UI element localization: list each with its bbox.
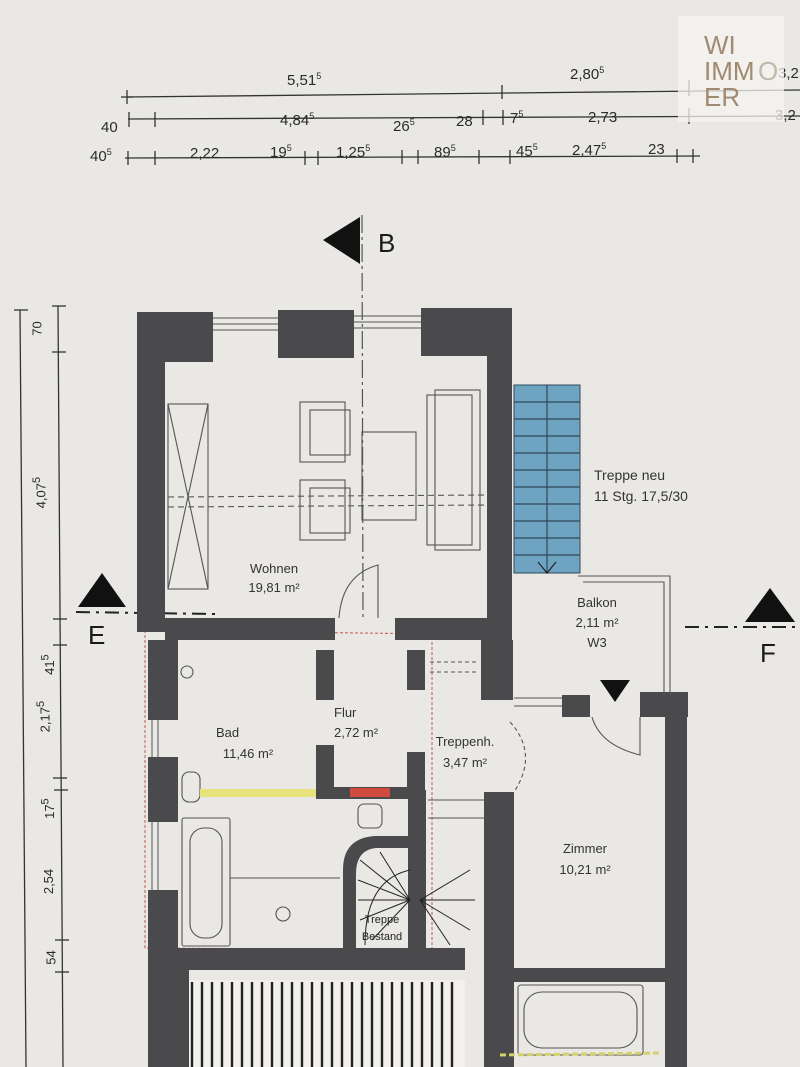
dim-row3-f: 895 bbox=[434, 143, 456, 161]
dim-row3-e: 265 bbox=[393, 117, 415, 135]
windows bbox=[151, 315, 562, 890]
logo-line-3: ER bbox=[704, 82, 741, 112]
walls bbox=[137, 308, 688, 1067]
new-stair-label: Treppe neu 11 Stg. 17,5/30 bbox=[594, 468, 688, 503]
new-stair-spec: 11 Stg. 17,5/30 bbox=[594, 488, 688, 504]
room-balkon: Balkon 2,11 m² W3 bbox=[562, 596, 632, 649]
dim-row3-b: 2,22 bbox=[190, 145, 220, 162]
dim-row3-g: 455 bbox=[516, 142, 538, 160]
dim-vertical-5: 175 bbox=[39, 798, 57, 819]
room-treppenhaus-name: Treppenh. bbox=[435, 734, 495, 749]
spiral-stair bbox=[357, 851, 475, 946]
dim-row3-h: 2,475 bbox=[572, 141, 607, 159]
dim-row1-b: 2,805 bbox=[570, 65, 605, 83]
logo-line-1: WI bbox=[704, 30, 736, 60]
dim-row2-c: 28 bbox=[456, 113, 473, 130]
yellow-marking bbox=[200, 789, 316, 797]
section-b-arrow-icon bbox=[323, 217, 360, 264]
furniture bbox=[167, 389, 671, 1056]
red-marking bbox=[350, 788, 390, 797]
room-balkon-name: Balkon bbox=[577, 595, 617, 610]
w3-marker-icon bbox=[600, 680, 630, 702]
room-bad-area: 11,46 m² bbox=[222, 746, 274, 761]
dim-row3-a: 405 bbox=[90, 147, 112, 165]
room-flur: Flur 2,72 m² bbox=[334, 706, 404, 739]
dim-vertical-1: 70 bbox=[29, 321, 45, 336]
logo-line-2: IMM bbox=[704, 56, 755, 86]
room-flur-area: 2,72 m² bbox=[334, 725, 379, 740]
section-e-label: E bbox=[88, 620, 106, 650]
dim-row2-a: 40 bbox=[101, 119, 118, 136]
section-b-line bbox=[361, 214, 364, 621]
room-wohnen: Wohnen 19,81 m² bbox=[232, 562, 316, 594]
room-wohnen-name: Wohnen bbox=[249, 561, 299, 576]
room-zimmer-name: Zimmer bbox=[562, 841, 608, 856]
dim-row3-i: 23 bbox=[648, 141, 665, 158]
dim-row2-b: 4,845 bbox=[280, 111, 315, 129]
room-flur-name: Flur bbox=[334, 705, 357, 720]
new-stair bbox=[513, 384, 581, 574]
dim-vertical-4: 2,175 bbox=[35, 700, 53, 733]
section-f-arrow-icon bbox=[745, 588, 795, 622]
dim-row3-d: 1,255 bbox=[336, 143, 371, 161]
dim-row2-e: 2,73 bbox=[588, 109, 618, 126]
room-bad: Bad 11,46 m² bbox=[208, 726, 288, 760]
room-bad-name: Bad bbox=[216, 725, 240, 740]
section-f-label: F bbox=[760, 638, 776, 668]
window-tag-w3: W3 bbox=[587, 635, 607, 650]
dim-vertical-3: 415 bbox=[39, 654, 57, 675]
existing-stair-label: Treppe Bestand bbox=[361, 914, 403, 943]
red-boundary bbox=[144, 629, 433, 951]
dim-row1-a: 5,515 bbox=[287, 71, 322, 89]
room-wohnen-area: 19,81 m² bbox=[248, 580, 300, 595]
section-e-arrow-icon bbox=[78, 573, 126, 607]
dim-vertical-2: 4,075 bbox=[31, 476, 49, 509]
new-stair-title: Treppe neu bbox=[594, 467, 666, 483]
dim-vertical-7: 54 bbox=[43, 950, 59, 965]
hatched-area bbox=[175, 970, 465, 1067]
room-balkon-area: 2,11 m² bbox=[575, 615, 619, 630]
logo-line-2-o: O bbox=[758, 56, 779, 86]
spiral-stair-wall bbox=[343, 836, 418, 950]
section-b-label: B bbox=[378, 228, 396, 258]
wimmoer-logo: WI IMM O ER bbox=[678, 16, 784, 122]
room-treppenhaus: Treppenh. 3,47 m² bbox=[417, 735, 513, 769]
room-zimmer: Zimmer 10,21 m² bbox=[545, 842, 625, 876]
room-treppenhaus-area: 3,47 m² bbox=[442, 755, 488, 770]
room-zimmer-area: 10,21 m² bbox=[559, 862, 611, 877]
dim-row2-d: 75 bbox=[510, 109, 524, 127]
dim-vertical-6: 2,54 bbox=[41, 868, 57, 895]
dim-row3-c: 195 bbox=[270, 143, 292, 161]
